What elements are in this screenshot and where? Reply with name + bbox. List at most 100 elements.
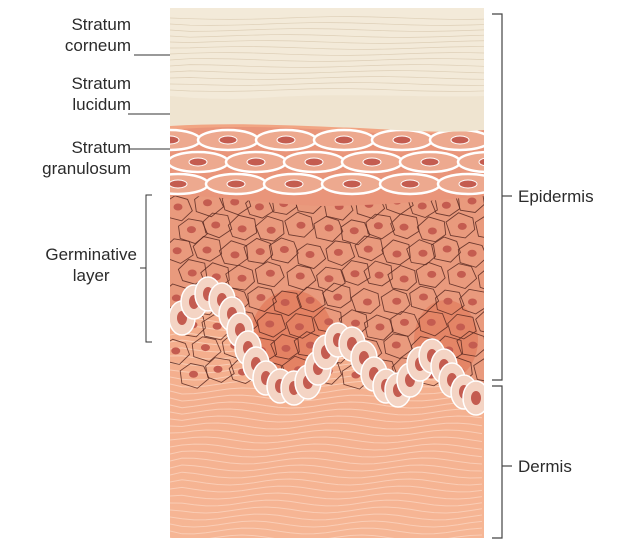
germinative-nucleus bbox=[296, 222, 305, 229]
stratum-granulosum-label-line1: Stratum bbox=[42, 137, 131, 158]
germinative-nucleus bbox=[468, 198, 477, 205]
granulosum-nucleus bbox=[305, 158, 323, 166]
germinative-nucleus bbox=[469, 342, 478, 349]
germinative-nucleus bbox=[375, 323, 384, 330]
germinative-nucleus bbox=[486, 275, 495, 282]
right-brackets bbox=[492, 14, 512, 538]
germinative-nucleus bbox=[351, 320, 360, 327]
granulosum-nucleus bbox=[219, 136, 237, 144]
germinative-nucleus bbox=[172, 295, 181, 302]
germinative-nucleus bbox=[211, 222, 220, 229]
stratum-corneum-label-line2: corneum bbox=[65, 35, 131, 56]
germinative-nucleus bbox=[334, 249, 343, 256]
dermis-label: Dermis bbox=[518, 456, 572, 477]
germinative-nucleus bbox=[363, 298, 372, 305]
germinative-nucleus bbox=[213, 323, 222, 330]
germinative-nucleus bbox=[418, 250, 427, 257]
germinative-nucleus bbox=[400, 319, 409, 326]
granulosum-nucleus bbox=[363, 158, 381, 166]
germinative-nucleus bbox=[296, 273, 305, 280]
tissue-block bbox=[140, 8, 518, 541]
germinative-nucleus bbox=[400, 224, 409, 231]
germinative-nucleus bbox=[442, 202, 451, 209]
germinative-nucleus bbox=[281, 345, 290, 352]
germinative-nucleus bbox=[306, 297, 315, 304]
germinative-nucleus bbox=[280, 246, 289, 253]
germinative-nucleus bbox=[392, 250, 401, 257]
germinative-layer-label: Germinative layer bbox=[45, 244, 137, 286]
germinative-nucleus bbox=[171, 347, 180, 354]
stratum-lucidum-label: Stratum lucidum bbox=[71, 73, 131, 115]
germinative-bracket bbox=[146, 195, 152, 342]
germinative-nucleus bbox=[468, 250, 477, 257]
germinative-nucleus bbox=[230, 251, 239, 258]
germinative-nucleus bbox=[188, 270, 197, 277]
epidermis-label: Epidermis bbox=[518, 186, 594, 207]
germinative-nucleus bbox=[419, 294, 428, 301]
germinative-nucleus bbox=[427, 319, 436, 326]
stratum-granulosum-label-line2: granulosum bbox=[42, 158, 131, 179]
germinative-nucleus bbox=[443, 298, 452, 305]
germinative-nucleus bbox=[458, 223, 467, 230]
granulosum-nucleus bbox=[277, 136, 295, 144]
germinative-nucleus bbox=[486, 320, 495, 327]
granulosum-nucleus bbox=[421, 158, 439, 166]
granulosum-nucleus bbox=[189, 158, 207, 166]
basal-nucleus bbox=[471, 391, 481, 405]
granulosum-nucleus bbox=[451, 136, 469, 144]
granulosum-cell bbox=[458, 152, 518, 172]
granulosum-nucleus bbox=[161, 136, 179, 144]
germinative-nucleus bbox=[174, 204, 183, 211]
germinative-nucleus bbox=[400, 275, 409, 282]
germinative-nucleus bbox=[324, 275, 333, 282]
germinative-nucleus bbox=[418, 202, 427, 209]
stratum-corneum-label: Stratum corneum bbox=[65, 14, 131, 56]
stratum-lucidum-label-line2: lucidum bbox=[71, 94, 131, 115]
germinative-nucleus bbox=[255, 203, 264, 210]
germinative-nucleus bbox=[267, 227, 276, 234]
leader-lines bbox=[128, 55, 170, 342]
granulosum-nucleus bbox=[285, 180, 303, 188]
germinative-nucleus bbox=[443, 246, 452, 253]
granulosum-cells bbox=[140, 130, 518, 194]
granulosum-nucleus bbox=[169, 180, 187, 188]
granulosum-nucleus bbox=[227, 180, 245, 188]
germinative-nucleus bbox=[392, 342, 401, 349]
germinative-nucleus bbox=[456, 323, 465, 330]
germinative-layer-label-line1: Germinative bbox=[45, 244, 137, 265]
germinative-nucleus bbox=[238, 275, 247, 282]
granulosum-nucleus bbox=[343, 180, 361, 188]
germinative-nucleus bbox=[427, 271, 436, 278]
germinative-nucleus bbox=[375, 272, 384, 279]
germinative-nucleus bbox=[266, 270, 275, 277]
germinative-nucleus bbox=[428, 227, 437, 234]
germinative-nucleus bbox=[281, 299, 290, 306]
stratum-granulosum-label: Stratum granulosum bbox=[42, 137, 131, 179]
germinative-layer-label-line2: layer bbox=[45, 265, 137, 286]
germinative-nucleus bbox=[201, 344, 210, 351]
granulosum-nucleus bbox=[247, 158, 265, 166]
granulosum-nucleus bbox=[335, 136, 353, 144]
germinative-nucleus bbox=[202, 247, 211, 254]
germinative-nucleus bbox=[324, 225, 333, 232]
germinative-nucleus bbox=[306, 251, 315, 258]
germinative-nucleus bbox=[213, 366, 222, 373]
germinative-nucleus bbox=[333, 294, 342, 301]
germinative-nucleus bbox=[350, 227, 359, 234]
germinative-nucleus bbox=[256, 294, 265, 301]
germinative-nucleus bbox=[256, 248, 265, 255]
germinative-nucleus bbox=[486, 223, 495, 230]
germinative-nucleus bbox=[364, 246, 373, 253]
germinative-nucleus bbox=[350, 270, 359, 277]
granulosum-nucleus bbox=[393, 136, 411, 144]
germinative-nucleus bbox=[374, 222, 383, 229]
germinative-nucleus bbox=[203, 199, 212, 206]
stratum-lucidum-label-line1: Stratum bbox=[71, 73, 131, 94]
germinative-nucleus bbox=[392, 298, 401, 305]
granulosum-nucleus bbox=[479, 158, 497, 166]
germinative-nucleus bbox=[189, 371, 198, 378]
germinative-nucleus bbox=[173, 247, 182, 254]
germinative-nucleus bbox=[187, 226, 196, 233]
granulosum-nucleus bbox=[401, 180, 419, 188]
epidermis-bracket bbox=[492, 14, 502, 380]
